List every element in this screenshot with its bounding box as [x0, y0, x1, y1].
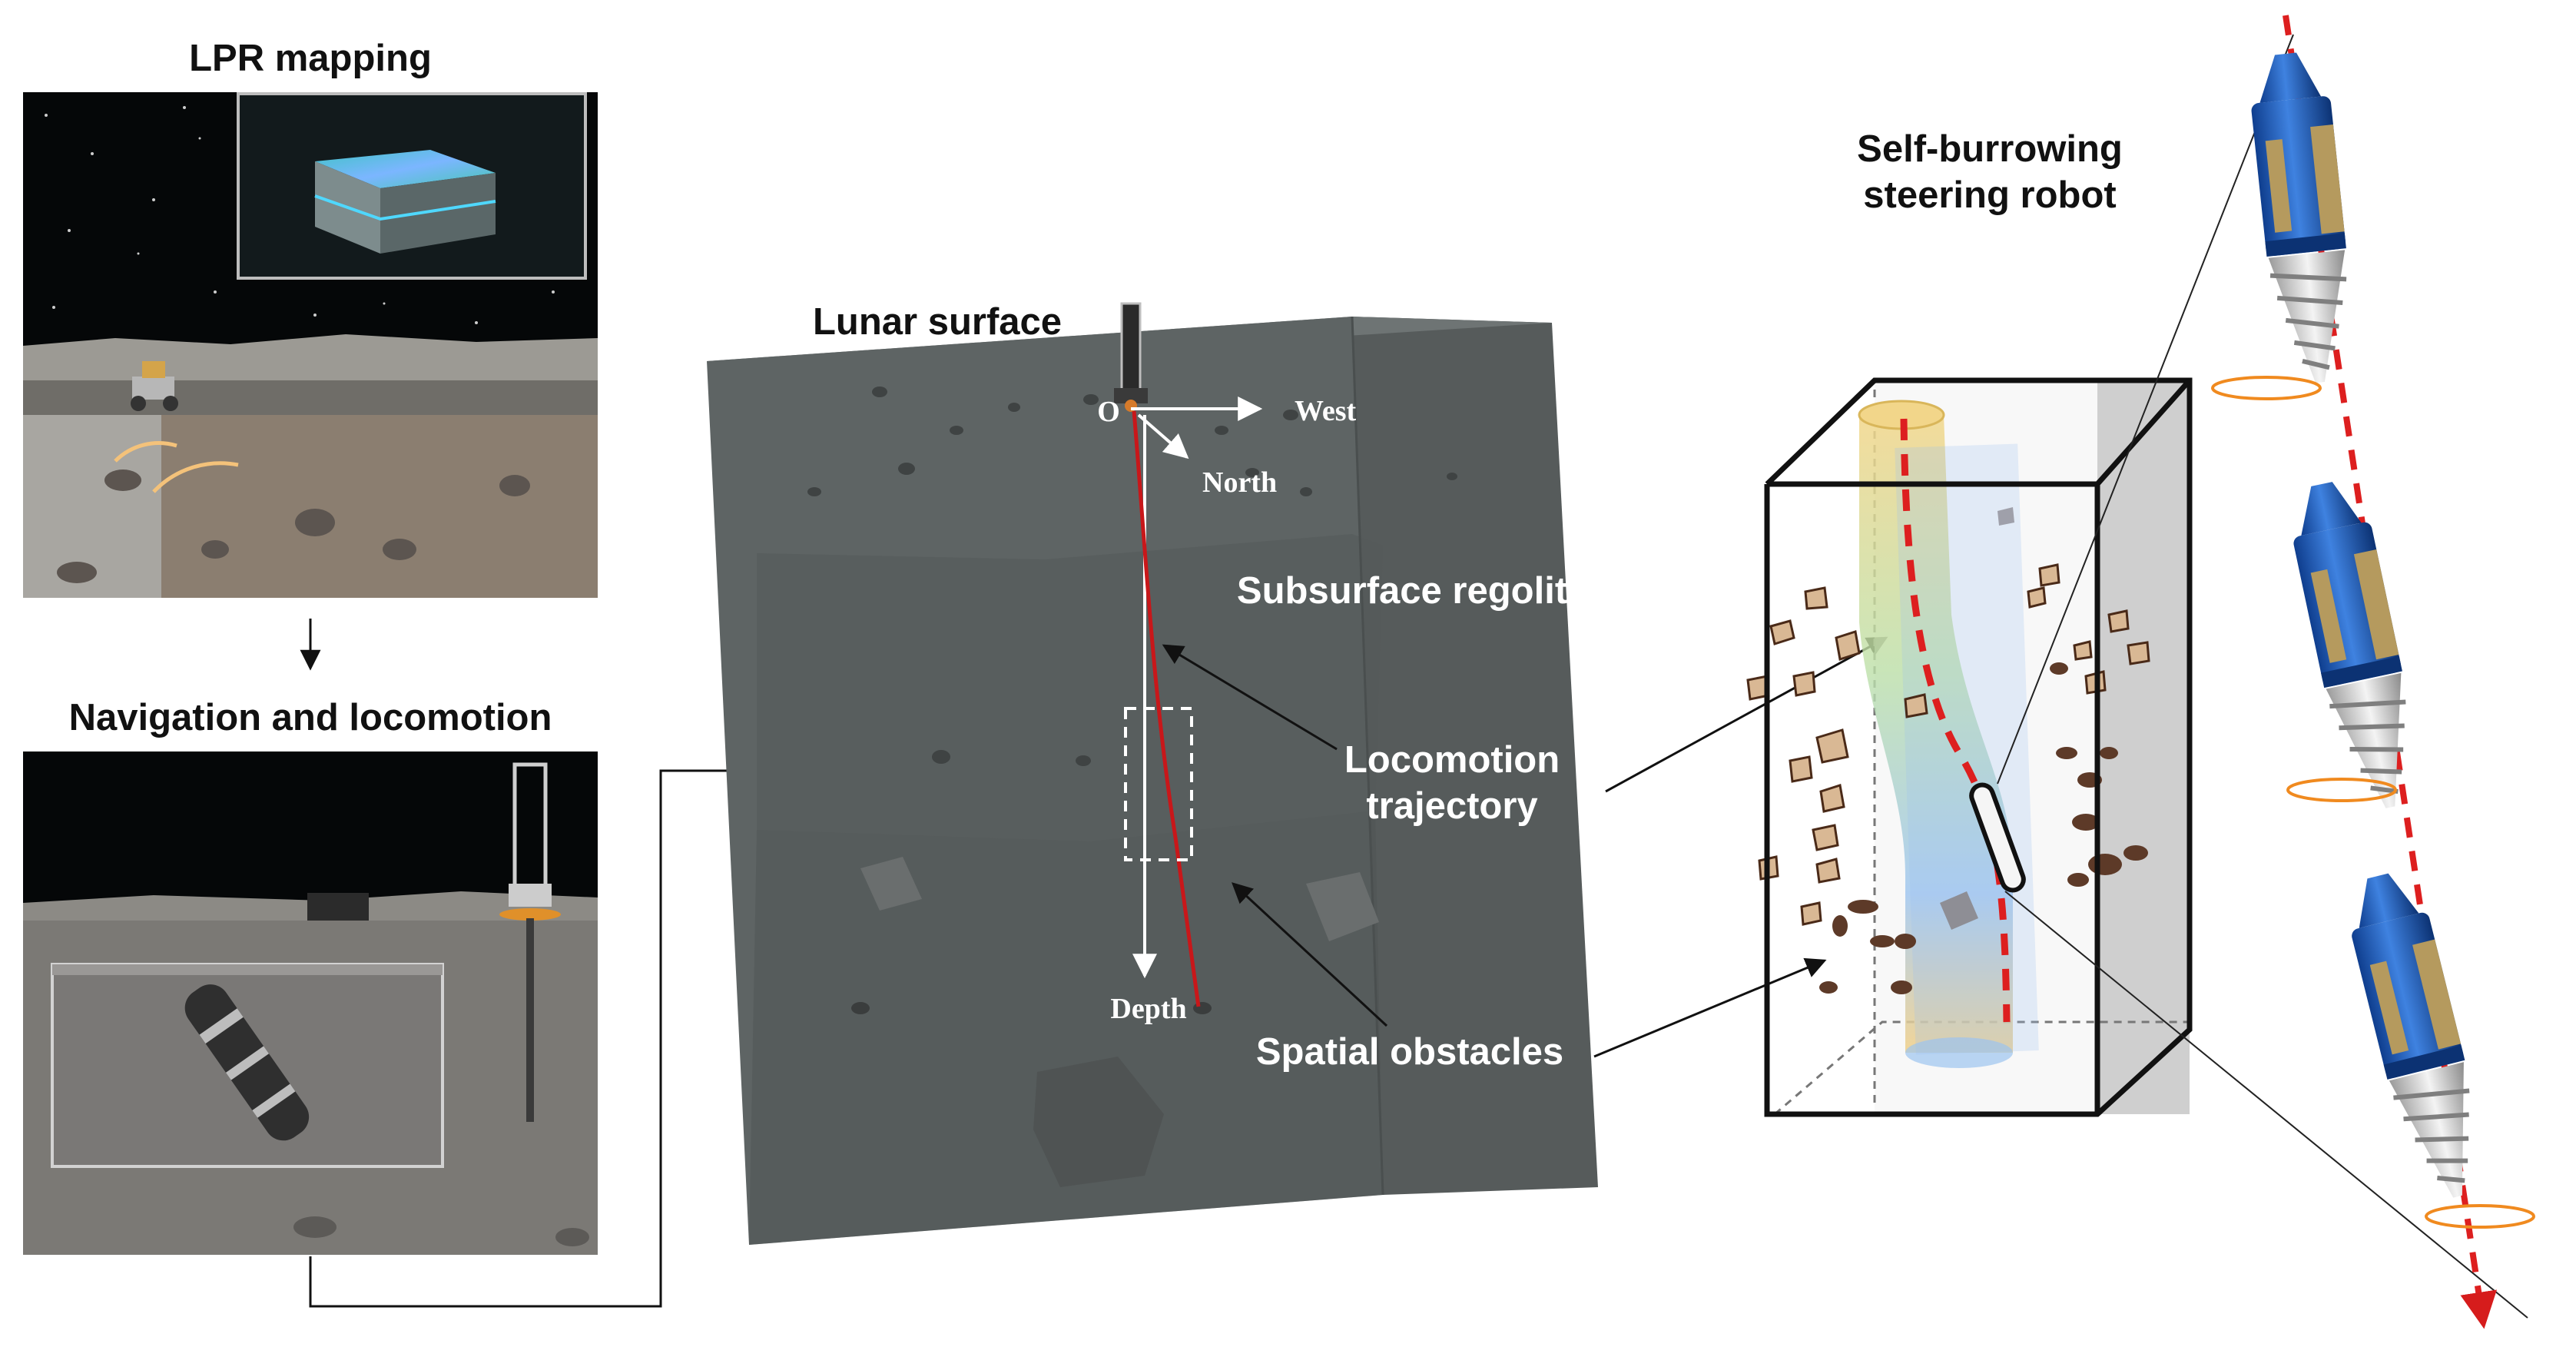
origin-label: O: [1097, 396, 1120, 428]
lunar-surface-label: Lunar surface: [813, 301, 1062, 343]
surface-rig-icon: [1114, 302, 1148, 412]
lpr-mapping-label: LPR mapping: [189, 38, 432, 79]
north-label: North: [1202, 466, 1277, 499]
zoom-region-box: [1124, 707, 1193, 861]
robot-view-inset: [51, 963, 444, 1168]
projection-line-top: [1997, 34, 2294, 785]
obstacle-pointer-right: [1593, 957, 1827, 1058]
robot-label-line2: steering robot: [1863, 174, 2116, 216]
north-axis: [1137, 413, 1189, 460]
lander-rig-icon: [499, 762, 561, 1122]
lpr-radar-inset: [237, 92, 587, 280]
projection-line-bottom: [2004, 891, 2528, 1319]
lpr-mapping-panel: [23, 92, 598, 598]
navigation-panel: [23, 751, 598, 1255]
trajectory-pointer-center: [1162, 644, 1338, 751]
robot-label-line1: Self-burrowing: [1857, 128, 2123, 170]
rotation-indicators: [2211, 376, 2535, 1229]
zoom-trajectory-path: [1900, 418, 2011, 1023]
trajectory-pointer-right: [1605, 636, 1888, 793]
drill-robot-pose-2: [2283, 476, 2429, 815]
zoom-box: [1746, 377, 2193, 1117]
drill-robot-pose-3: [2339, 866, 2497, 1206]
regolith-block: [707, 302, 1598, 1245]
trajectory-label-line1: Locomotion: [1344, 739, 1560, 781]
spatial-obstacles-label: Spatial obstacles: [1256, 1031, 1563, 1073]
subsurface-regolith-label: Subsurface regolith: [1237, 570, 1590, 612]
rover-icon: [131, 361, 178, 411]
locomotion-trajectory-line: [1132, 410, 1201, 1007]
navigation-label: Navigation and locomotion: [69, 697, 552, 738]
drill-robot-pose-1: [2246, 50, 2359, 387]
depth-label: Depth: [1110, 993, 1186, 1025]
robot-capsule-icon: [1969, 782, 2026, 893]
obstacle-pointer-center: [1232, 882, 1388, 1027]
west-label: West: [1295, 395, 1357, 427]
trajectory-label-line2: trajectory: [1366, 785, 1537, 827]
